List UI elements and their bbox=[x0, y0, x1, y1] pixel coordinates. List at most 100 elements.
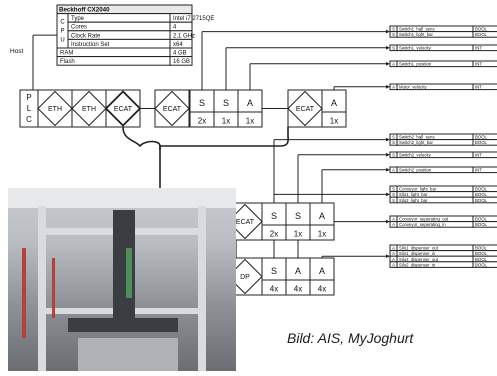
spec-table-value: Intel i7 2715QE bbox=[173, 16, 214, 22]
spec-table-value: 4 bbox=[173, 25, 177, 31]
signal-type: BOOL bbox=[475, 222, 488, 227]
signal-type: BOOL bbox=[475, 251, 488, 256]
arrow-head bbox=[386, 46, 390, 50]
signal-type: BOOL bbox=[475, 27, 488, 32]
signal-name: Motor_velocity bbox=[399, 85, 428, 90]
plc-letter: L bbox=[27, 104, 32, 113]
signal-type-cell bbox=[472, 166, 497, 174]
io-terminal-count-cell bbox=[321, 111, 347, 128]
spec-table-key: Type bbox=[71, 16, 85, 22]
spec-table-cpu-letter: C bbox=[60, 20, 65, 26]
signal-io: A bbox=[392, 257, 395, 262]
io-terminal-count: 1x bbox=[246, 117, 254, 126]
signal-io: S bbox=[392, 32, 395, 37]
io-terminal-type: A bbox=[295, 266, 301, 276]
io-terminal-type: A bbox=[319, 266, 325, 276]
signal-type: BOOL bbox=[475, 262, 488, 267]
spec-table-value: 2,1 GHz bbox=[173, 33, 195, 39]
signal-name: Conveyor_light_bar bbox=[399, 187, 437, 192]
plc-letter: C bbox=[26, 115, 32, 124]
signal-io: S bbox=[392, 27, 395, 32]
io-terminal-type: A bbox=[247, 98, 253, 108]
io-terminal-type: S bbox=[295, 211, 301, 221]
signal-name: Switch2_position bbox=[399, 168, 432, 173]
spec-table-value: x64 bbox=[173, 42, 183, 48]
signal-io: S bbox=[392, 187, 395, 192]
io-terminal-count: 4x bbox=[270, 285, 278, 294]
spec-table-cpu-letter: U bbox=[60, 38, 64, 44]
io-terminal-type: S bbox=[223, 98, 229, 108]
signal-type: BOOL bbox=[475, 246, 488, 251]
signal-type-cell bbox=[472, 60, 497, 68]
io-terminal-count-cell bbox=[309, 279, 335, 296]
signal-io: S bbox=[392, 46, 395, 51]
signal-io: A bbox=[392, 246, 395, 251]
eth-block-1-label: ETH bbox=[48, 106, 62, 113]
signal-name: Switch1_velocity bbox=[399, 46, 432, 51]
eth-block-1-diamond bbox=[37, 90, 73, 127]
spec-table-value: 16 GB bbox=[173, 59, 190, 65]
eth-block-2-label: ETH bbox=[82, 106, 96, 113]
spec-table-key: Instruction Set bbox=[71, 42, 110, 48]
signal-type: BOOL bbox=[475, 32, 488, 37]
arrow-head bbox=[386, 153, 390, 157]
signal-type: INT bbox=[475, 46, 482, 51]
signal-type: INT bbox=[475, 62, 482, 67]
signal-name: Silo1_dispenser_out bbox=[399, 246, 439, 251]
io-terminal-count: 4x bbox=[294, 285, 302, 294]
io-terminal-count: 1x bbox=[330, 117, 338, 126]
signal-io: A bbox=[392, 251, 395, 256]
arrow-head bbox=[386, 168, 390, 172]
ecat-coupler-3-label: ECAT bbox=[236, 219, 255, 226]
signal-name: Silo2_dispenser_in bbox=[399, 262, 436, 267]
signal-name: Switch1_hall_sens bbox=[399, 27, 435, 32]
dp-coupler-label: DP bbox=[240, 274, 250, 281]
signal-io: S bbox=[392, 140, 395, 145]
signal-type-cell bbox=[472, 261, 497, 268]
signal-io: S bbox=[392, 192, 395, 197]
signal-type-cell bbox=[472, 31, 497, 38]
signal-type-cell bbox=[472, 151, 497, 159]
signal-type: BOOL bbox=[475, 217, 488, 222]
signal-type: BOOL bbox=[475, 135, 488, 140]
signal-type-cell bbox=[472, 44, 497, 52]
image-caption: Bild: AIS, MyJoghurt bbox=[287, 330, 414, 346]
io-terminal-count: 2x bbox=[270, 230, 278, 239]
spec-table-title: Beckhoff CX2040 bbox=[59, 7, 110, 14]
io-terminal-type: A bbox=[331, 98, 337, 108]
signal-name: Switch2_velocity bbox=[399, 153, 432, 158]
signal-name: Silo1_light_bar bbox=[399, 192, 428, 197]
spec-table-key-cell bbox=[56, 47, 171, 58]
signal-io: A bbox=[392, 262, 395, 267]
ecat-coupler-2-diamond bbox=[287, 90, 323, 127]
ecat-master-block-diamond bbox=[104, 90, 142, 127]
signal-type: BOOL bbox=[475, 187, 488, 192]
io-terminal-count: 4x bbox=[318, 285, 326, 294]
signal-name: Conveyor_seperating_out bbox=[399, 217, 449, 222]
signal-type: BOOL bbox=[475, 257, 488, 262]
io-terminal-count-cell bbox=[237, 111, 263, 128]
signal-name: Switch1_position bbox=[399, 62, 432, 67]
signal-type: BOOL bbox=[475, 192, 488, 197]
arrow-head bbox=[386, 192, 390, 197]
signal-type: INT bbox=[475, 85, 482, 90]
signal-io: S bbox=[392, 153, 395, 158]
arrow-head bbox=[386, 254, 390, 258]
spec-table-key: Cores bbox=[71, 25, 87, 31]
signal-io: A bbox=[392, 222, 395, 227]
arrow-head bbox=[386, 29, 390, 34]
signal-name: Silo1_dispenser_in bbox=[399, 251, 436, 256]
arrow-head bbox=[386, 85, 390, 89]
io-terminal-type: S bbox=[271, 266, 277, 276]
ecat-master-block-label: ECAT bbox=[114, 106, 133, 113]
signal-type: BOOL bbox=[475, 140, 488, 145]
signal-io: S bbox=[392, 198, 395, 203]
spec-table-key: RAM bbox=[60, 51, 73, 57]
spec-table-cpu-letter: P bbox=[60, 29, 64, 35]
signal-io: A bbox=[392, 62, 395, 67]
arrow-head bbox=[386, 62, 390, 66]
io-terminal-type: S bbox=[271, 211, 277, 221]
signal-io: A bbox=[392, 85, 395, 90]
signal-type-cell bbox=[472, 221, 497, 228]
spec-table-key: Clock Rate bbox=[71, 33, 101, 39]
